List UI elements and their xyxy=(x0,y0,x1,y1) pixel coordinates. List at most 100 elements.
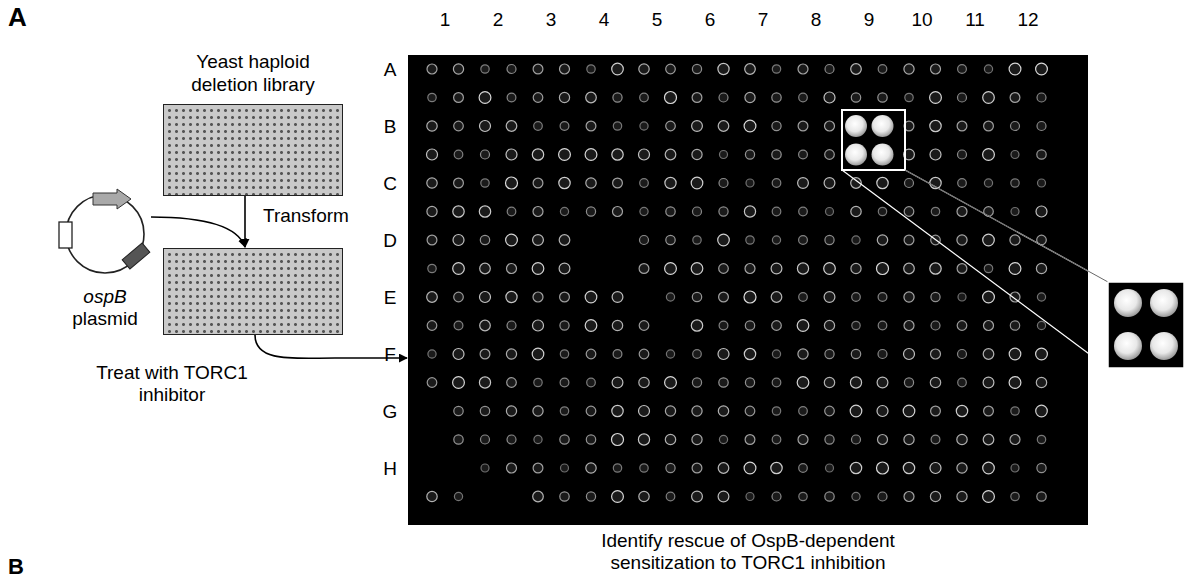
colony xyxy=(560,122,569,131)
colony xyxy=(772,179,781,188)
colony xyxy=(878,293,887,302)
colony xyxy=(427,149,438,160)
colony xyxy=(983,234,995,246)
colony xyxy=(958,65,967,74)
colony xyxy=(692,292,701,301)
colony xyxy=(904,64,914,74)
colony xyxy=(454,121,464,131)
gene-name: ospB xyxy=(55,286,155,308)
colony xyxy=(665,92,677,104)
colony xyxy=(825,65,834,74)
colony xyxy=(640,464,648,472)
colony xyxy=(744,206,755,217)
colony xyxy=(744,348,755,359)
colony xyxy=(533,406,543,416)
colony xyxy=(772,93,781,102)
colony xyxy=(878,492,887,501)
colony xyxy=(1036,63,1048,75)
colony xyxy=(1010,235,1020,245)
colony xyxy=(638,434,649,445)
colony xyxy=(532,149,543,160)
colony xyxy=(692,491,703,502)
colony xyxy=(851,178,862,189)
colony xyxy=(640,93,649,102)
colony xyxy=(1010,292,1020,302)
colony xyxy=(718,491,729,502)
colony xyxy=(772,150,781,159)
colony xyxy=(1037,435,1045,443)
colony xyxy=(720,151,728,159)
colony xyxy=(427,64,437,74)
colony xyxy=(958,293,966,301)
colony xyxy=(1036,206,1047,217)
colony xyxy=(692,378,701,387)
colony xyxy=(692,149,702,159)
colony xyxy=(904,292,914,302)
colony xyxy=(719,93,728,102)
colony xyxy=(930,120,941,131)
colony xyxy=(718,349,729,360)
colony xyxy=(797,377,809,389)
colony xyxy=(454,150,463,159)
colony xyxy=(453,235,464,246)
colony xyxy=(1037,293,1045,301)
colony xyxy=(666,207,675,216)
colony xyxy=(533,491,544,502)
colony xyxy=(824,320,834,330)
colony xyxy=(984,264,992,272)
colony xyxy=(692,406,702,416)
colony xyxy=(1037,93,1046,102)
colony xyxy=(826,464,834,472)
colony xyxy=(587,378,596,387)
colony xyxy=(825,150,835,160)
colony xyxy=(454,321,463,330)
colony xyxy=(983,291,995,303)
colony xyxy=(666,463,675,472)
colony xyxy=(825,121,835,131)
column-number: 11 xyxy=(965,10,985,29)
colony xyxy=(904,235,914,245)
colony xyxy=(692,463,702,473)
colony xyxy=(612,405,623,416)
colony xyxy=(772,65,780,73)
colony xyxy=(746,236,754,244)
colony xyxy=(825,406,835,416)
colony xyxy=(930,263,941,274)
colony xyxy=(533,320,544,331)
colony xyxy=(878,435,888,445)
colony xyxy=(561,464,569,472)
colony xyxy=(479,206,490,217)
plasmid-label: plasmid xyxy=(55,308,155,330)
colony xyxy=(772,350,780,358)
colony xyxy=(798,349,808,359)
colony xyxy=(852,293,861,302)
colony xyxy=(639,377,649,387)
colony xyxy=(930,177,941,188)
colony xyxy=(532,263,544,275)
colony xyxy=(639,349,649,359)
colony xyxy=(480,235,489,244)
colony xyxy=(585,320,597,332)
colony xyxy=(772,236,780,244)
colony xyxy=(799,150,808,159)
colony xyxy=(1150,289,1178,317)
colony xyxy=(825,492,834,501)
colony xyxy=(639,149,650,160)
colony xyxy=(639,406,650,417)
colony xyxy=(559,263,570,274)
rescued-colony xyxy=(845,115,867,137)
colony xyxy=(1036,263,1046,273)
colony xyxy=(428,350,436,358)
colony xyxy=(745,378,754,387)
colony xyxy=(1009,348,1021,360)
colony xyxy=(984,121,994,131)
colony xyxy=(824,377,834,387)
colony xyxy=(534,122,543,131)
colony xyxy=(877,462,889,474)
colony xyxy=(877,177,888,188)
colony xyxy=(666,235,675,244)
colony xyxy=(930,92,942,104)
colony xyxy=(824,292,835,303)
colony xyxy=(745,264,755,274)
colony xyxy=(560,350,568,358)
